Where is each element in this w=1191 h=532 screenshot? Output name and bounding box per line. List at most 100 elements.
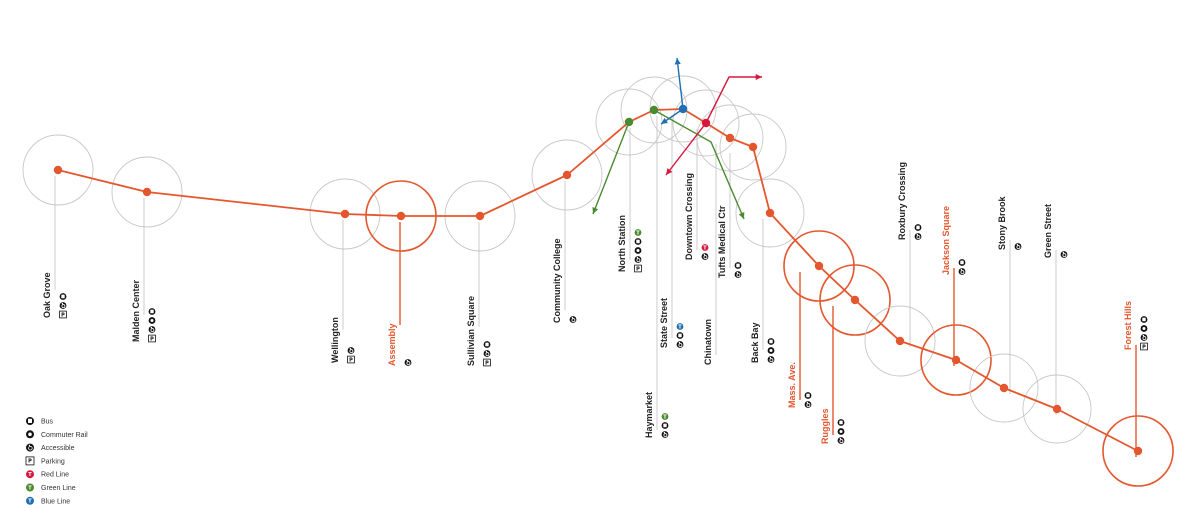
station-dot-wellington[interactable]: [340, 209, 350, 219]
station-label-chinatown[interactable]: Chinatown: [703, 319, 713, 365]
accessible-icon: [914, 233, 922, 240]
accessible-icon: [347, 347, 355, 354]
station-dot-ruggles[interactable]: [850, 295, 860, 305]
t-green-icon: T: [634, 229, 642, 236]
accessible-icon: [804, 401, 812, 408]
station-circle-tufts-medical-ctr: [719, 113, 787, 181]
station-label-back-bay[interactable]: Back Bay: [750, 322, 775, 363]
station-circles: [22, 75, 1174, 487]
station-name: Ruggles: [820, 408, 830, 444]
accessible-icon: [404, 359, 412, 366]
red-line-arrow-south: [665, 122, 707, 176]
station-dot-north-station[interactable]: [624, 117, 634, 127]
legend-label: Parking: [41, 458, 65, 465]
station-dot-malden-center[interactable]: [142, 187, 152, 197]
t-green-icon: T: [661, 413, 669, 420]
station-name: Chinatown: [703, 319, 713, 365]
bus-icon: [483, 341, 491, 348]
accessible-icon: [676, 341, 684, 348]
station-name: Roxbury Crossing: [897, 162, 907, 240]
accessible-icon: [634, 256, 642, 263]
station-label-mass-ave[interactable]: Mass. Ave.: [787, 362, 812, 408]
station-dot-state-street[interactable]: [678, 104, 688, 114]
accessible-icon: [1140, 334, 1148, 341]
station-dot-assembly[interactable]: [396, 211, 406, 221]
blue-line-arrow-west: [660, 108, 684, 125]
commuter-rail-icon: [26, 430, 34, 439]
green-line-arrow-west: [592, 121, 630, 215]
station-label-assembly[interactable]: Assembly: [387, 323, 412, 366]
orange-line-route: [57, 108, 1139, 452]
parking-icon: P: [148, 334, 156, 343]
station-dot-back-bay[interactable]: [765, 208, 775, 218]
parking-icon: P: [1140, 342, 1148, 351]
station-dot-mass-ave[interactable]: [814, 261, 824, 271]
station-label-green-street[interactable]: Green Street: [1043, 204, 1068, 258]
legend-item-bus: Bus: [26, 417, 54, 426]
legend-item-accessible: Accessible: [26, 443, 75, 452]
legend-label: Accessible: [41, 445, 75, 452]
station-dot-stony-brook[interactable]: [999, 383, 1009, 393]
commuter-rail-icon: [767, 347, 775, 354]
legend-item-commuter-rail: Commuter Rail: [26, 430, 88, 439]
station-circle-wellington: [309, 178, 381, 250]
station-dot-roxbury-crossing[interactable]: [895, 336, 905, 346]
commuter-rail-icon: [1140, 325, 1148, 332]
station-name: Jackson Square: [941, 206, 951, 275]
t-red-icon: T: [26, 470, 34, 479]
station-label-stony-brook[interactable]: Stony Brook: [997, 196, 1022, 250]
accessible-icon: [483, 350, 491, 357]
accessible-icon: [837, 437, 845, 444]
station-dot-sullivian-square[interactable]: [475, 211, 485, 221]
accessible-icon: [1014, 243, 1022, 250]
station-dot-oak-grove[interactable]: [53, 165, 63, 175]
station-label-roxbury-crossing[interactable]: Roxbury Crossing: [897, 162, 922, 240]
station-dot-green-street[interactable]: [1052, 404, 1062, 414]
commuter-rail-icon: [837, 428, 845, 435]
station-circle-jackson-square: [920, 324, 992, 396]
station-dot-jackson-square[interactable]: [951, 355, 961, 365]
svg-text:T: T: [28, 499, 32, 505]
t-blue-icon: T: [26, 496, 34, 505]
bus-icon: [734, 262, 742, 269]
parking-icon: P: [347, 355, 355, 364]
station-name: Stony Brook: [997, 196, 1007, 250]
station-dot-chinatown[interactable]: [725, 133, 735, 143]
station-dot-community-college[interactable]: [562, 170, 572, 180]
station-name: Assembly: [387, 323, 397, 366]
station-dot-downtown-crossing[interactable]: [701, 118, 711, 128]
station-label-tufts-medical-ctr[interactable]: Tufts Medical Ctr: [717, 205, 742, 278]
legend-label: Bus: [41, 419, 54, 426]
station-name: Back Bay: [750, 322, 760, 363]
station-circle-stony-brook: [969, 353, 1039, 423]
red-line-arrow-north: [705, 73, 762, 124]
station-label-jackson-square[interactable]: Jackson Square: [941, 206, 966, 275]
station-dot-tufts-medical-ctr[interactable]: [748, 142, 758, 152]
station-label-community-college[interactable]: Community College: [552, 238, 577, 323]
parking-icon: P: [483, 358, 491, 367]
accessible-icon: [958, 268, 966, 275]
orange-line-path: [57, 108, 1139, 452]
legend-label: Commuter Rail: [41, 432, 88, 439]
station-dot-haymarket[interactable]: [649, 105, 659, 115]
accessible-icon: [661, 431, 669, 438]
station-dot-forest-hills[interactable]: [1133, 446, 1143, 456]
station-circle-malden-center: [111, 156, 183, 228]
svg-text:T: T: [678, 324, 682, 330]
svg-text:T: T: [663, 414, 667, 420]
station-label-ruggles[interactable]: Ruggles: [820, 408, 845, 444]
station-name: Forest Hills: [1123, 301, 1133, 350]
